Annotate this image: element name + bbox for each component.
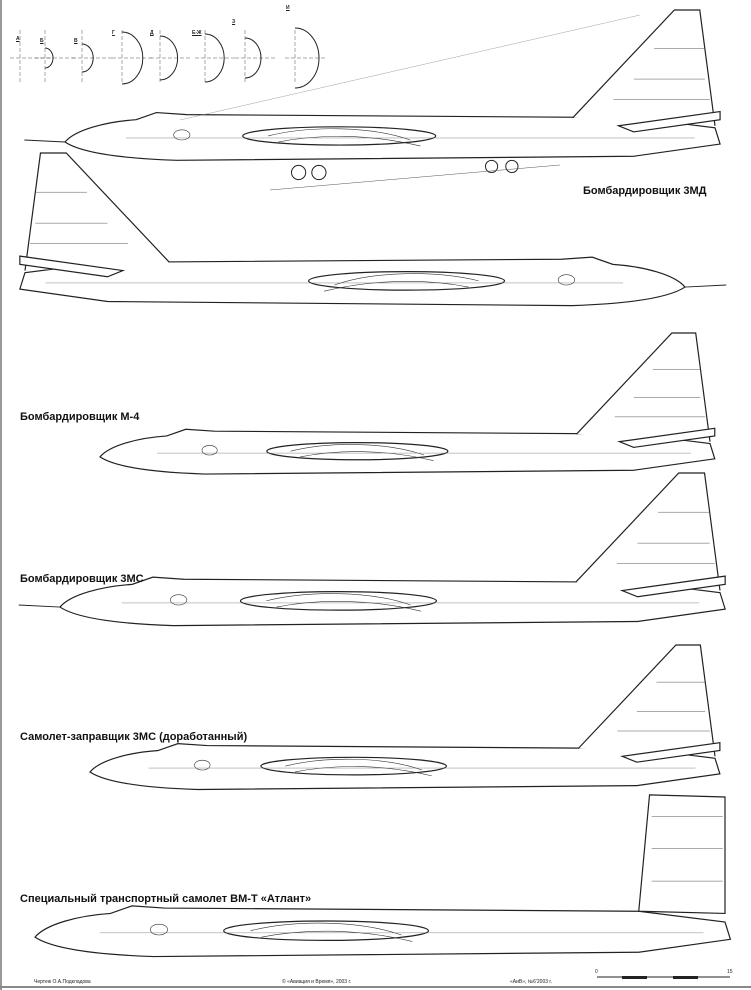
cross-section: [285, 27, 325, 89]
aircraft-side-view: [89, 644, 721, 791]
section-label-e-zh: Е-Ж: [192, 30, 202, 36]
aircraft-side-view: [18, 472, 726, 627]
section-label-i: И: [286, 5, 290, 11]
cross-section: [150, 30, 190, 82]
cross-section: [72, 30, 112, 82]
section-label-b: Б: [40, 38, 44, 44]
bottom-border: [0, 986, 751, 988]
section-label-v: В: [74, 38, 78, 44]
cross-section: [235, 30, 275, 82]
scale-bar: [597, 976, 730, 979]
ground-line: [269, 164, 561, 191]
aircraft-side-view: [34, 794, 732, 958]
section-label-z: З: [232, 19, 236, 25]
cross-section: [35, 30, 75, 82]
label-3ms-tanker: Самолет-заправщик 3МС (доработанный): [20, 731, 248, 743]
section-label-a: А: [16, 36, 20, 42]
aircraft-side-view: [24, 9, 721, 181]
label-3ms: Бомбардировщик 3МС: [20, 573, 144, 585]
section-label-d: Д: [150, 30, 154, 36]
scale-start: 0: [595, 969, 598, 975]
label-3md: Бомбардировщик 3МД: [583, 185, 707, 197]
page-border: [0, 0, 2, 990]
scale-end: 15: [727, 969, 733, 975]
cross-section: [195, 30, 235, 83]
copyright: © «Авиация и Время», 2003 г.: [282, 979, 352, 985]
section-label-g: Г: [112, 30, 115, 36]
aircraft-side-view: [99, 332, 716, 475]
construction-line: [179, 14, 641, 121]
author-credit: Чертеж О.А.Подкладова: [34, 979, 91, 985]
label-vmt: Специальный транспортный самолет ВМ-Т «А…: [20, 893, 312, 905]
cross-section: [112, 30, 152, 85]
issue-ref: «АиВ», №6'2003 г.: [510, 979, 553, 985]
aircraft-side-view: [19, 152, 727, 307]
label-m4: Бомбардировщик М-4: [20, 411, 140, 423]
